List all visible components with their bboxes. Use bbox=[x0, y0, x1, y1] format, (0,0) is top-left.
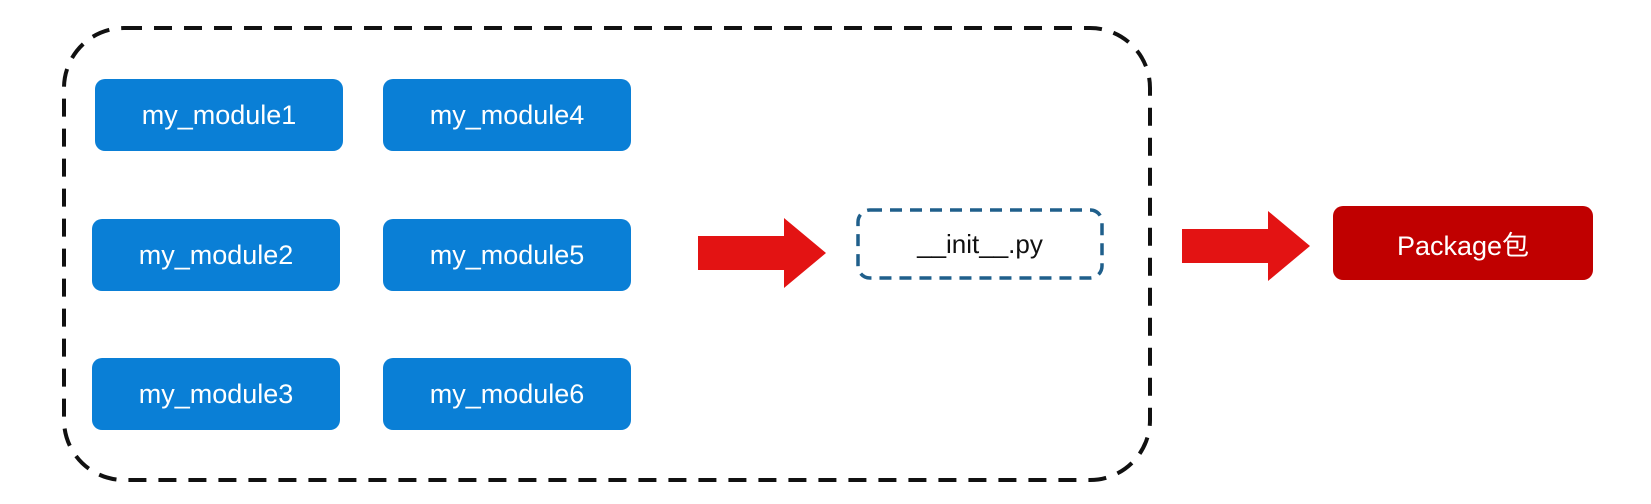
right-arrow-icon bbox=[1182, 211, 1310, 281]
package-box: Package包 bbox=[1333, 206, 1593, 280]
right-arrow-icon bbox=[698, 218, 826, 288]
module-box-3: my_module3 bbox=[92, 358, 340, 430]
module-box-4: my_module4 bbox=[383, 79, 631, 151]
module-box-5: my_module5 bbox=[383, 219, 631, 291]
module-box-6: my_module6 bbox=[383, 358, 631, 430]
init-file-border bbox=[856, 208, 1104, 280]
package-label: Package包 bbox=[1396, 230, 1530, 261]
module-label-5: my_module5 bbox=[429, 239, 585, 270]
module-label-3: my_module3 bbox=[138, 378, 294, 409]
init-file-box: __init__.py bbox=[856, 208, 1104, 280]
module-box-2: my_module2 bbox=[92, 219, 340, 291]
init-file-label: __init__.py bbox=[917, 228, 1043, 259]
module-box-1: my_module1 bbox=[95, 79, 343, 151]
module-label-4: my_module4 bbox=[429, 99, 585, 130]
module-label-6: my_module6 bbox=[429, 378, 585, 409]
module-label-1: my_module1 bbox=[141, 99, 297, 130]
module-label-2: my_module2 bbox=[138, 239, 294, 270]
